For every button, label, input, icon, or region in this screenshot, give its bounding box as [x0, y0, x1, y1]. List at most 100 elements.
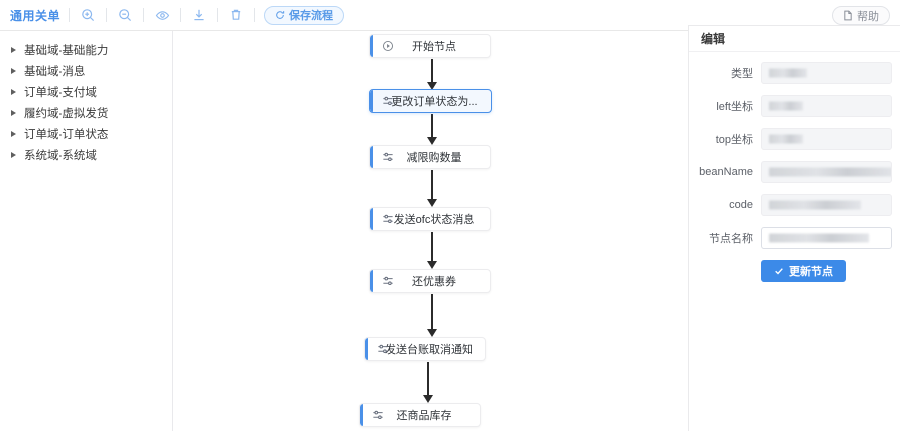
flow-node[interactable]: 开始节点 [369, 34, 491, 58]
form-field-label: code [729, 199, 753, 211]
flow-node-label: 还商品库存 [396, 410, 452, 422]
edit-panel-title: 编辑 [689, 26, 900, 52]
toolbar-divider [217, 8, 219, 22]
toolbar-divider [69, 8, 71, 22]
toolbar-divider [143, 8, 145, 22]
flow-edge [427, 170, 437, 207]
sidebar-item-5[interactable]: 系统域-系统域 [0, 144, 172, 166]
redacted-value [769, 167, 891, 177]
flow-node-label: 更改订单状态为... [391, 96, 478, 108]
toolbar-divider [180, 8, 182, 22]
sliders-icon [372, 409, 384, 421]
redacted-value [769, 101, 803, 111]
form-field-input[interactable] [761, 128, 892, 150]
form-field-input[interactable] [761, 62, 892, 84]
help-button[interactable]: 帮助 [832, 6, 890, 25]
flow-edge [427, 232, 437, 269]
flow-node-label: 发送台账取消通知 [385, 344, 473, 356]
node-accent-bar [370, 35, 373, 57]
sidebar-item-4[interactable]: 订单域-订单状态 [0, 123, 172, 145]
toolbar-divider [254, 8, 256, 22]
form-row: code [689, 194, 900, 216]
flow-node[interactable]: 发送ofc状态消息 [369, 207, 491, 231]
flow-node[interactable]: 还商品库存 [359, 403, 481, 427]
arrow-head-icon [427, 329, 437, 337]
app-title: 通用关单 [10, 8, 61, 23]
eye-icon[interactable] [153, 6, 171, 24]
sidebar-item-label: 系统域-系统域 [24, 150, 97, 162]
flow-node-label: 还优惠券 [412, 276, 456, 288]
sliders-icon [382, 275, 394, 287]
form-row: left坐标 [689, 95, 900, 117]
flow-node[interactable]: 还优惠券 [369, 269, 491, 293]
sidebar-item-label: 基础域-基础能力 [24, 45, 109, 57]
check-icon [774, 266, 784, 276]
form-field-input[interactable] [761, 161, 892, 183]
trash-icon[interactable] [227, 6, 245, 24]
update-node-button[interactable]: 更新节点 [761, 260, 846, 282]
form-field-label: top坐标 [715, 134, 753, 146]
redacted-value [769, 233, 869, 243]
form-row: top坐标 [689, 128, 900, 150]
arrow-head-icon [427, 82, 437, 90]
help-label: 帮助 [857, 10, 879, 23]
form-field-label: 类型 [731, 68, 753, 80]
form-row: 类型 [689, 62, 900, 84]
sliders-icon [377, 343, 389, 355]
refresh-icon [275, 10, 285, 20]
sidebar-item-3[interactable]: 履约域-虚拟发货 [0, 102, 172, 124]
sidebar-item-label: 履约域-虚拟发货 [24, 108, 109, 120]
flow-node-label: 减限购数量 [406, 152, 462, 164]
flow-node-label: 开始节点 [412, 41, 456, 53]
flow-node[interactable]: 发送台账取消通知 [364, 337, 486, 361]
save-flow-button[interactable]: 保存流程 [264, 5, 345, 25]
form-field-input[interactable] [761, 194, 892, 216]
flow-node-label: 发送ofc状态消息 [393, 214, 475, 226]
node-accent-bar [370, 270, 373, 292]
form-field-input[interactable] [761, 95, 892, 117]
arrow-head-icon [427, 137, 437, 145]
flow-node[interactable]: 减限购数量 [369, 145, 491, 169]
sliders-icon [382, 95, 394, 107]
flow-graph: 开始节点更改订单状态为... 减限购数量发送ofc状态消息还优惠券发送台账取消通知… [174, 31, 687, 431]
arrow-head-icon [427, 199, 437, 207]
toolbar: 通用关单 [0, 0, 900, 31]
download-icon[interactable] [190, 6, 208, 24]
flow-node[interactable]: 更改订单状态为... [369, 89, 492, 113]
form-row: 节点名称 [689, 227, 900, 249]
redacted-value [769, 68, 807, 78]
chevron-right-icon [8, 66, 18, 76]
sliders-icon [382, 151, 394, 163]
zoom-in-icon[interactable] [79, 6, 97, 24]
sidebar-item-label: 订单域-订单状态 [24, 129, 109, 141]
flow-edge [427, 59, 437, 90]
sidebar-item-2[interactable]: 订单域-支付域 [0, 81, 172, 103]
arrow-head-icon [423, 395, 433, 403]
form-field-label: beanName [699, 166, 753, 178]
play-circle-icon [382, 40, 394, 52]
save-flow-label: 保存流程 [289, 10, 334, 22]
zoom-out-icon[interactable] [116, 6, 134, 24]
sidebar-item-1[interactable]: 基础域-消息 [0, 60, 172, 82]
arrow-head-icon [427, 261, 437, 269]
redacted-value [769, 200, 861, 210]
sidebar-item-0[interactable]: 基础域-基础能力 [0, 39, 172, 61]
chevron-right-icon [8, 150, 18, 160]
node-accent-bar [360, 404, 363, 426]
update-button-row: 更新节点 [689, 260, 900, 282]
toolbar-divider [106, 8, 108, 22]
flow-edge [427, 294, 437, 337]
form-field-input[interactable] [761, 227, 892, 249]
form-row: beanName [689, 161, 900, 183]
redacted-value [769, 134, 803, 144]
sidebar-item-label: 订单域-支付域 [24, 87, 97, 99]
sidebar-item-label: 基础域-消息 [24, 66, 86, 78]
flow-canvas[interactable]: 开始节点更改订单状态为... 减限购数量发送ofc状态消息还优惠券发送台账取消通知… [174, 31, 687, 431]
flow-edge [423, 362, 433, 403]
node-accent-bar [370, 208, 373, 230]
node-accent-bar [370, 90, 373, 112]
form-field-label: left坐标 [716, 101, 753, 113]
document-icon [843, 10, 853, 21]
sidebar: 基础域-基础能力 基础域-消息 订单域-支付域 履约域-虚拟发货 订单域-订单状… [0, 31, 173, 431]
